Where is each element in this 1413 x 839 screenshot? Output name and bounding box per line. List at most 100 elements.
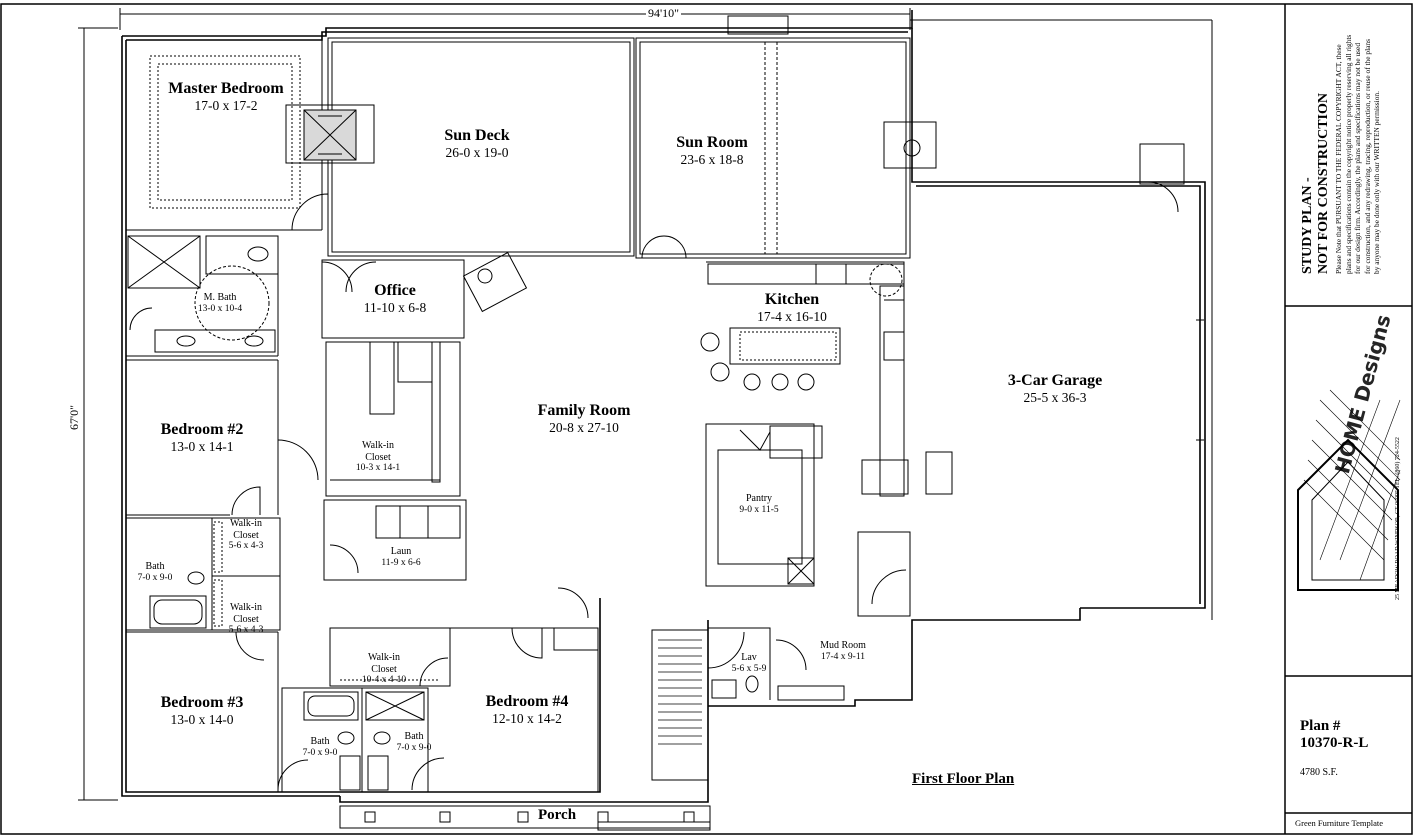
room-size: 13-0 x 14-0 bbox=[170, 712, 234, 728]
room-name: Walk-in Closet bbox=[368, 652, 400, 675]
room-name: Walk-in Closet bbox=[230, 518, 262, 541]
room-walkin-closet-main: Walk-in Closet 10-3 x 14-1 bbox=[356, 440, 400, 474]
furniture-template-note: Green Furniture Template bbox=[1295, 818, 1383, 828]
room-size: 26-0 x 19-0 bbox=[445, 145, 509, 161]
bedroom3-walls bbox=[126, 631, 309, 792]
room-size: 5-6 x 4-3 bbox=[228, 625, 264, 635]
page-border bbox=[0, 3, 1413, 835]
width-dimension: 94'10" bbox=[646, 6, 682, 21]
room-size: 13-0 x 10-4 bbox=[197, 303, 243, 314]
room-name: M. Bath bbox=[203, 292, 237, 303]
room-name: Walk-in Closet bbox=[230, 602, 262, 625]
room-size: 10-4 x 4-10 bbox=[361, 675, 407, 685]
left-bath-walls bbox=[125, 517, 281, 661]
room-name: Sun Deck bbox=[444, 127, 510, 144]
pantry-walls bbox=[705, 423, 823, 587]
room-bath-left: Bath 7-0 x 9-0 bbox=[138, 561, 173, 583]
room-name: Mud Room bbox=[820, 640, 866, 651]
plan-title: First Floor Plan bbox=[912, 771, 1015, 787]
room-garage: 3-Car Garage 25-5 x 36-3 bbox=[1008, 372, 1102, 406]
room-size: 7-0 x 9-0 bbox=[137, 572, 173, 583]
room-name: Bedroom #2 bbox=[160, 421, 244, 438]
room-bedroom-2: Bedroom #2 13-0 x 14-1 bbox=[161, 421, 244, 455]
master-bedroom-walls bbox=[126, 40, 375, 231]
room-name: Master Bedroom bbox=[168, 80, 284, 97]
room-name: Bath bbox=[310, 736, 330, 747]
room-size: 9-0 x 11-5 bbox=[739, 504, 779, 515]
plan-number-block: Plan # 10370-R-L bbox=[1300, 718, 1368, 752]
study-plan-heading: STUDY PLAN - bbox=[1300, 177, 1315, 274]
room-family-room: Family Room 20-8 x 27-10 bbox=[538, 402, 631, 436]
room-sun-room: Sun Room 23-6 x 18-8 bbox=[676, 134, 748, 168]
room-size: 17-4 x 9-11 bbox=[821, 651, 865, 662]
room-size: 20-8 x 27-10 bbox=[549, 420, 619, 436]
room-bedroom-4: Bedroom #4 12-10 x 14-2 bbox=[486, 693, 569, 727]
room-bath-bedroom3: Bath 7-0 x 9-0 bbox=[303, 736, 338, 758]
copyright-notice: Please Note that PURSUANT TO THE FEDERAL… bbox=[1334, 34, 1381, 274]
master-bath-walls bbox=[126, 235, 279, 357]
room-size: 17-0 x 17-2 bbox=[194, 98, 258, 114]
room-size: 13-0 x 14-1 bbox=[170, 439, 234, 455]
room-name: Pantry bbox=[745, 493, 773, 504]
room-name: Laun bbox=[390, 546, 412, 557]
room-kitchen: Kitchen 17-4 x 16-10 bbox=[757, 291, 827, 325]
room-walkin-closet-c: Walk-in Closet 10-4 x 4-10 bbox=[362, 652, 406, 686]
plan-number-label: Plan # bbox=[1300, 718, 1341, 734]
room-name: Bedroom #3 bbox=[160, 694, 244, 711]
room-bedroom-3: Bedroom #3 13-0 x 14-0 bbox=[161, 694, 244, 728]
room-name: Lav bbox=[741, 652, 757, 663]
garage-walls bbox=[883, 121, 1204, 495]
plan-number: 10370-R-L bbox=[1300, 735, 1369, 751]
room-name: Bath bbox=[145, 561, 165, 572]
room-size: 12-10 x 14-2 bbox=[492, 711, 562, 727]
company-address: 25 MEADOW ROAD WINDSOR, CT 06095 TEL. (8… bbox=[1395, 437, 1401, 600]
room-name: Kitchen bbox=[764, 291, 820, 308]
room-pantry: Pantry 9-0 x 11-5 bbox=[739, 493, 778, 515]
room-name: Walk-in Closet bbox=[362, 440, 394, 463]
french-doors bbox=[641, 235, 687, 259]
room-size: 7-0 x 9-0 bbox=[396, 742, 432, 753]
room-name: Office bbox=[374, 282, 416, 299]
dimension-lines bbox=[78, 8, 1213, 801]
porch-walls bbox=[339, 805, 711, 831]
room-sun-deck: Sun Deck 26-0 x 19-0 bbox=[444, 127, 509, 161]
room-size: 10-3 x 14-1 bbox=[355, 463, 401, 473]
not-for-construction-heading: NOT FOR CONSTRUCTION bbox=[1316, 93, 1331, 274]
room-laundry: Laun 11-9 x 6-6 bbox=[381, 546, 420, 568]
room-bath-bedroom4: Bath 7-0 x 9-0 bbox=[397, 731, 432, 753]
square-footage: 4780 S.F. bbox=[1300, 767, 1338, 778]
room-name: Bedroom #4 bbox=[485, 693, 569, 710]
room-name: Bath bbox=[404, 731, 424, 742]
room-m-bath: M. Bath 13-0 x 10-4 bbox=[198, 292, 242, 314]
bedroom4-walls bbox=[411, 587, 599, 792]
room-size: 25-5 x 36-3 bbox=[1023, 390, 1087, 406]
room-size: 5-6 x 5-9 bbox=[731, 663, 767, 674]
bedroom2-walls bbox=[126, 359, 319, 516]
room-walkin-closet-b: Walk-in Closet 5-6 x 4-3 bbox=[229, 602, 264, 636]
exterior-walls bbox=[121, 10, 1206, 803]
room-size: 5-6 x 4-3 bbox=[228, 541, 264, 551]
room-size: 7-0 x 9-0 bbox=[302, 747, 338, 758]
room-size: 11-10 x 6-8 bbox=[363, 300, 427, 316]
room-mud-room: Mud Room 17-4 x 9-11 bbox=[820, 640, 866, 662]
kitchen-walls bbox=[700, 261, 905, 497]
room-lav: Lav 5-6 x 5-9 bbox=[732, 652, 767, 674]
study-plan-notice: STUDY PLAN - NOT FOR CONSTRUCTION Please… bbox=[1300, 34, 1390, 274]
room-name: Sun Room bbox=[676, 134, 748, 151]
room-name: 3-Car Garage bbox=[1007, 372, 1103, 389]
depth-dimension: 67'0" bbox=[67, 402, 83, 433]
room-office: Office 11-10 x 6-8 bbox=[364, 282, 427, 316]
room-size: 23-6 x 18-8 bbox=[680, 152, 744, 168]
walkin-closet-walls bbox=[323, 341, 467, 581]
room-name: Family Room bbox=[537, 402, 631, 419]
office-walls bbox=[321, 251, 528, 339]
room-size: 17-4 x 16-10 bbox=[757, 309, 827, 325]
hall-bath-walls bbox=[281, 627, 451, 793]
room-size: 11-9 x 6-6 bbox=[381, 557, 421, 568]
room-walkin-closet-a: Walk-in Closet 5-6 x 4-3 bbox=[229, 518, 264, 552]
logo-house-shape bbox=[1297, 389, 1401, 591]
porch-label: Porch bbox=[535, 807, 580, 824]
stair-walls bbox=[651, 459, 911, 781]
room-master-bedroom: Master Bedroom 17-0 x 17-2 bbox=[168, 80, 283, 114]
